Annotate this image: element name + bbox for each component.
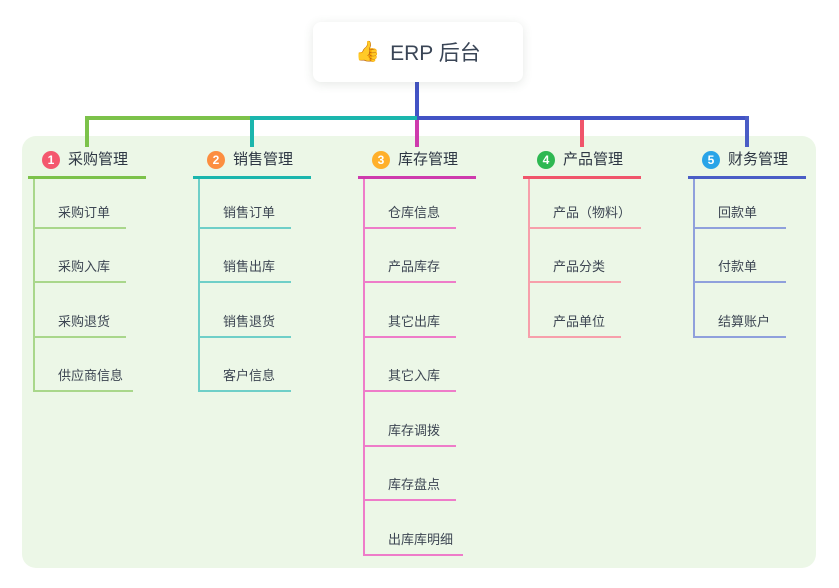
child-node[interactable]: 销售订单	[198, 204, 291, 229]
branch-label: 销售管理	[233, 151, 294, 168]
branches-panel	[22, 136, 816, 568]
connector-line	[250, 116, 254, 147]
child-node[interactable]: 其它入库	[363, 367, 456, 392]
branch-label: 产品管理	[563, 151, 624, 168]
connector-line	[252, 116, 417, 120]
child-node[interactable]: 客户信息	[198, 367, 291, 392]
child-node[interactable]: 产品库存	[363, 258, 456, 283]
branch-trunk-line	[33, 177, 35, 392]
branch-node[interactable]: 3 库存管理	[358, 150, 476, 179]
child-node[interactable]: 采购入库	[33, 258, 126, 283]
child-node[interactable]: 产品（物料）	[528, 204, 642, 229]
child-node[interactable]: 销售退货	[198, 313, 291, 338]
branch-number-badge: 5	[702, 151, 720, 169]
child-node[interactable]: 供应商信息	[33, 367, 134, 392]
connector-line	[415, 120, 419, 147]
branch-trunk-line	[198, 177, 200, 392]
branch-number-badge: 4	[537, 151, 555, 169]
branch-node[interactable]: 5 财务管理	[688, 150, 806, 179]
child-node[interactable]: 产品单位	[528, 313, 621, 338]
child-node[interactable]: 出库库明细	[363, 531, 464, 556]
child-node[interactable]: 采购退货	[33, 313, 126, 338]
branch-trunk-line	[363, 177, 365, 556]
root-node-label: ERP 后台	[390, 42, 481, 65]
branch-label: 库存管理	[398, 151, 459, 168]
child-node[interactable]: 回款单	[693, 204, 786, 229]
connector-line	[580, 120, 584, 147]
branch-label: 采购管理	[68, 151, 129, 168]
child-node[interactable]: 付款单	[693, 258, 786, 283]
child-node[interactable]: 产品分类	[528, 258, 621, 283]
connector-line	[417, 116, 749, 120]
connector-line	[745, 116, 749, 147]
branch-number-badge: 3	[372, 151, 390, 169]
branch-trunk-line	[528, 177, 530, 338]
branch-node[interactable]: 2 销售管理	[193, 150, 311, 179]
child-node[interactable]: 销售出库	[198, 258, 291, 283]
child-node[interactable]: 库存调拨	[363, 422, 456, 447]
root-node[interactable]: 👍 ERP 后台	[313, 22, 523, 82]
branch-number-badge: 2	[207, 151, 225, 169]
branch-trunk-line	[693, 177, 695, 338]
child-node[interactable]: 仓库信息	[363, 204, 456, 229]
connector-line	[87, 116, 252, 120]
child-node[interactable]: 结算账户	[693, 313, 786, 338]
branch-label: 财务管理	[728, 151, 789, 168]
connector-line	[85, 116, 89, 147]
child-node[interactable]: 采购订单	[33, 204, 126, 229]
child-node[interactable]: 其它出库	[363, 313, 456, 338]
branch-node[interactable]: 4 产品管理	[523, 150, 641, 179]
branch-number-badge: 1	[42, 151, 60, 169]
child-node[interactable]: 库存盘点	[363, 476, 456, 501]
branch-node[interactable]: 1 采购管理	[28, 150, 146, 179]
thumbs-up-icon: 👍	[355, 41, 381, 63]
root-connector-line	[415, 82, 419, 120]
